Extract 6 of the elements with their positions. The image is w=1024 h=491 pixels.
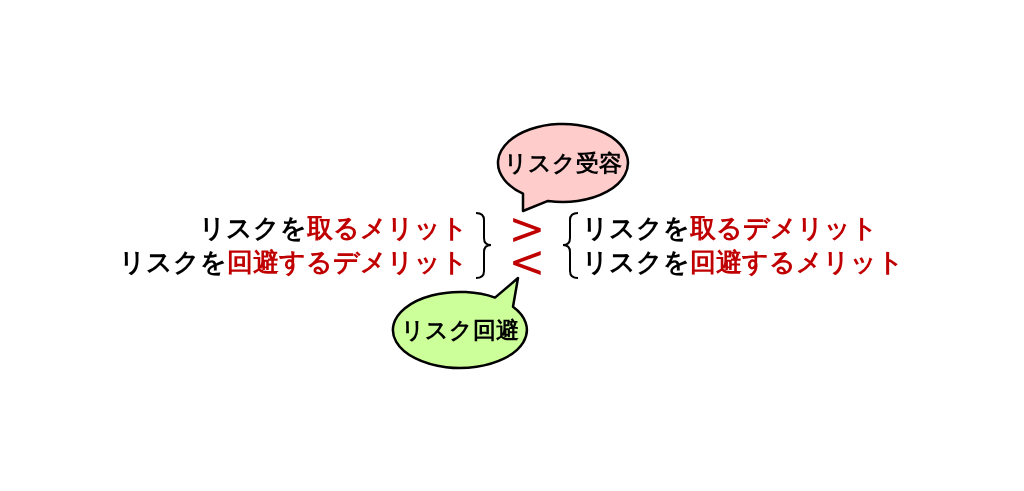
statement-text: リスクを回避するメリット bbox=[582, 246, 904, 278]
statement-text: リスクを取るメリット bbox=[199, 212, 468, 244]
statement-text: リスクを取るデメリット bbox=[582, 212, 878, 244]
speech-bubble: リスク回避 bbox=[391, 276, 529, 370]
speech-bubble: リスク受容 bbox=[496, 122, 630, 214]
statement-text: リスクを回避するデメリット bbox=[119, 246, 468, 278]
